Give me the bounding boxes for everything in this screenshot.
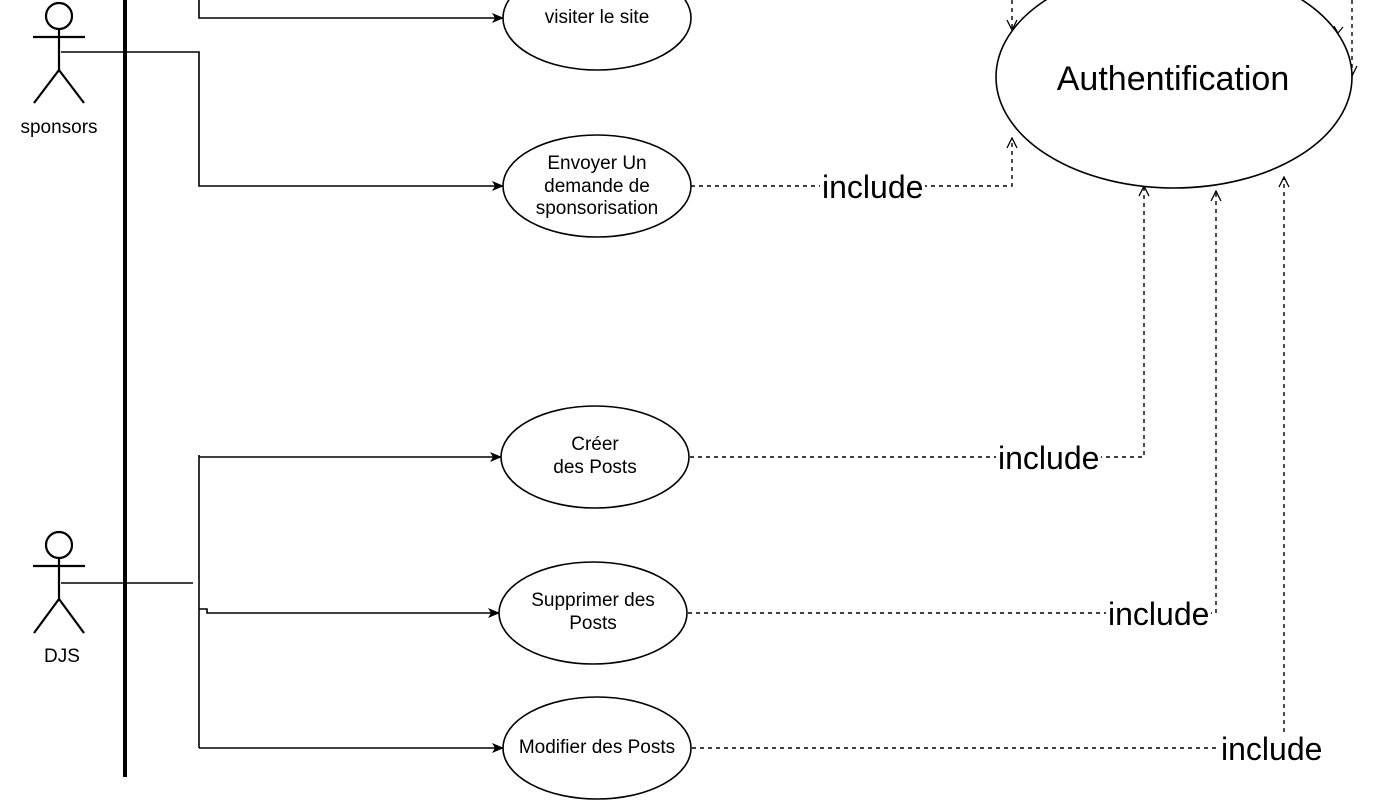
- usecase-modifier-label: Modifier des Posts: [518, 736, 676, 758]
- actor-sponsors-figure[interactable]: [33, 1, 85, 104]
- usecase-supprimer-label: Supprimer des Posts: [531, 590, 655, 634]
- usecase-supprimer-ellipse[interactable]: [498, 561, 688, 665]
- usecase-envoyer-label: Envoyer Un demande de sponsorisation: [535, 152, 659, 220]
- include-label-supprimer: include: [1106, 596, 1212, 632]
- usecase-visiter-ellipse[interactable]: [502, 0, 692, 71]
- actor-djs-figure[interactable]: [33, 530, 85, 634]
- assoc-sponsors-visiter: [198, 0, 504, 23]
- include-label-modifier: include: [1219, 731, 1325, 767]
- usecase-modifier-ellipse[interactable]: [502, 696, 692, 800]
- include-label-envoyer: include: [820, 169, 926, 205]
- assoc-sponsors-envoyer: [61, 51, 504, 191]
- usecase-visiter-label: visiter le site: [544, 6, 650, 28]
- actor-sponsors-label: sponsors: [20, 117, 98, 138]
- usecase-creer-ellipse[interactable]: [500, 405, 690, 509]
- assoc-djs-supprimer: [199, 608, 500, 618]
- actor-djs-label: DJS: [44, 646, 80, 667]
- usecase-creer-label: Créer des Posts: [553, 434, 637, 478]
- include-label-creer: include: [996, 440, 1102, 476]
- usecase-envoyer-ellipse[interactable]: [502, 134, 692, 238]
- include-modifier-auth: [692, 177, 1284, 749]
- usecase-auth-label: Authentification: [1056, 59, 1290, 98]
- include-creer-auth: [690, 186, 1144, 458]
- include-envoyer-auth: [691, 138, 1012, 187]
- include-supprimer-auth: [688, 191, 1216, 614]
- usecase-auth-ellipse[interactable]: [995, 0, 1353, 189]
